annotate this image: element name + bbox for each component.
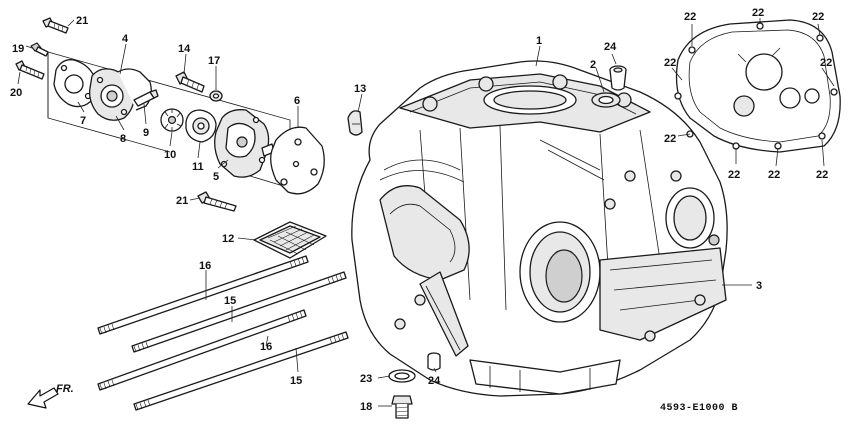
callout-24-bottom: 24 [428, 375, 441, 387]
callout-1: 1 [536, 35, 542, 47]
dowel-collar-2 [591, 92, 621, 108]
pump-shaft-9 [133, 89, 159, 107]
bolt-19 [30, 42, 49, 57]
callout-19: 19 [12, 43, 24, 55]
callout-9: 9 [143, 127, 149, 139]
callout-24-top: 24 [604, 41, 617, 53]
bolt-21-lower [197, 191, 237, 212]
front-direction-arrow: FR. [27, 383, 74, 409]
callout-17: 17 [208, 55, 220, 67]
stud-bolt-16-upper [97, 255, 309, 335]
callout-22-e: 22 [820, 57, 832, 69]
callout-21-lower: 21 [176, 195, 188, 207]
hose-clip-13 [347, 110, 363, 136]
callout-7: 7 [80, 115, 86, 127]
callout-5: 5 [213, 171, 219, 183]
stud-bolt-15-lower [133, 331, 349, 411]
bolt-20 [15, 60, 45, 80]
arrow-icon [27, 387, 59, 409]
callout-8: 8 [120, 133, 126, 145]
bolt-14 [175, 71, 205, 93]
callout-16-lower: 16 [260, 341, 272, 353]
callout-21-top: 21 [76, 15, 88, 27]
callout-6: 6 [294, 95, 300, 107]
callout-22-c: 22 [812, 11, 824, 23]
front-label: FR. [56, 383, 74, 395]
dowel-pin-24-top [609, 65, 627, 91]
leader-lines [17, 18, 835, 407]
callout-18: 18 [360, 401, 372, 413]
crankcase-gasket [674, 19, 841, 153]
callout-labels: 21 19 20 4 14 17 7 8 9 10 11 5 6 21 12 1… [10, 7, 832, 413]
stud-bolt-16-lower [97, 309, 307, 391]
callout-22-d: 22 [664, 57, 676, 69]
callout-3: 3 [756, 280, 762, 292]
crankcase [351, 60, 728, 397]
sealing-washer-23 [388, 369, 416, 383]
callout-15-upper: 15 [224, 295, 236, 307]
pump-plate-6 [270, 126, 325, 195]
gasket-7 [53, 59, 96, 108]
callout-4: 4 [122, 33, 129, 45]
callout-13: 13 [354, 83, 366, 95]
callout-20: 20 [10, 87, 22, 99]
inner-rotor-11 [185, 109, 217, 143]
stud-bolt-15-upper [131, 271, 347, 353]
callout-2: 2 [590, 59, 596, 71]
callout-22-h: 22 [768, 169, 780, 181]
callout-22-i: 22 [816, 169, 828, 181]
callout-22-a: 22 [684, 11, 696, 23]
callout-15-lower: 15 [290, 375, 302, 387]
bolt-21-top [42, 17, 69, 34]
callout-23: 23 [360, 373, 372, 385]
callout-22-g: 22 [728, 169, 740, 181]
oil-strainer-12 [253, 221, 327, 259]
callout-22-f: 22 [664, 133, 676, 145]
dowel-pin-24-bottom [427, 352, 441, 371]
callout-16-upper: 16 [199, 260, 211, 272]
drain-bolt-18 [391, 395, 413, 419]
callout-14: 14 [178, 43, 191, 55]
washer-17 [209, 90, 223, 102]
callout-12: 12 [222, 233, 234, 245]
callout-11: 11 [192, 161, 204, 173]
oil-pump-body-5 [214, 109, 275, 178]
callout-22-b: 22 [752, 7, 764, 19]
outer-rotor-10 [160, 108, 184, 132]
drawing-code: 4593-E1000 B [660, 403, 738, 414]
callout-10: 10 [164, 149, 176, 161]
